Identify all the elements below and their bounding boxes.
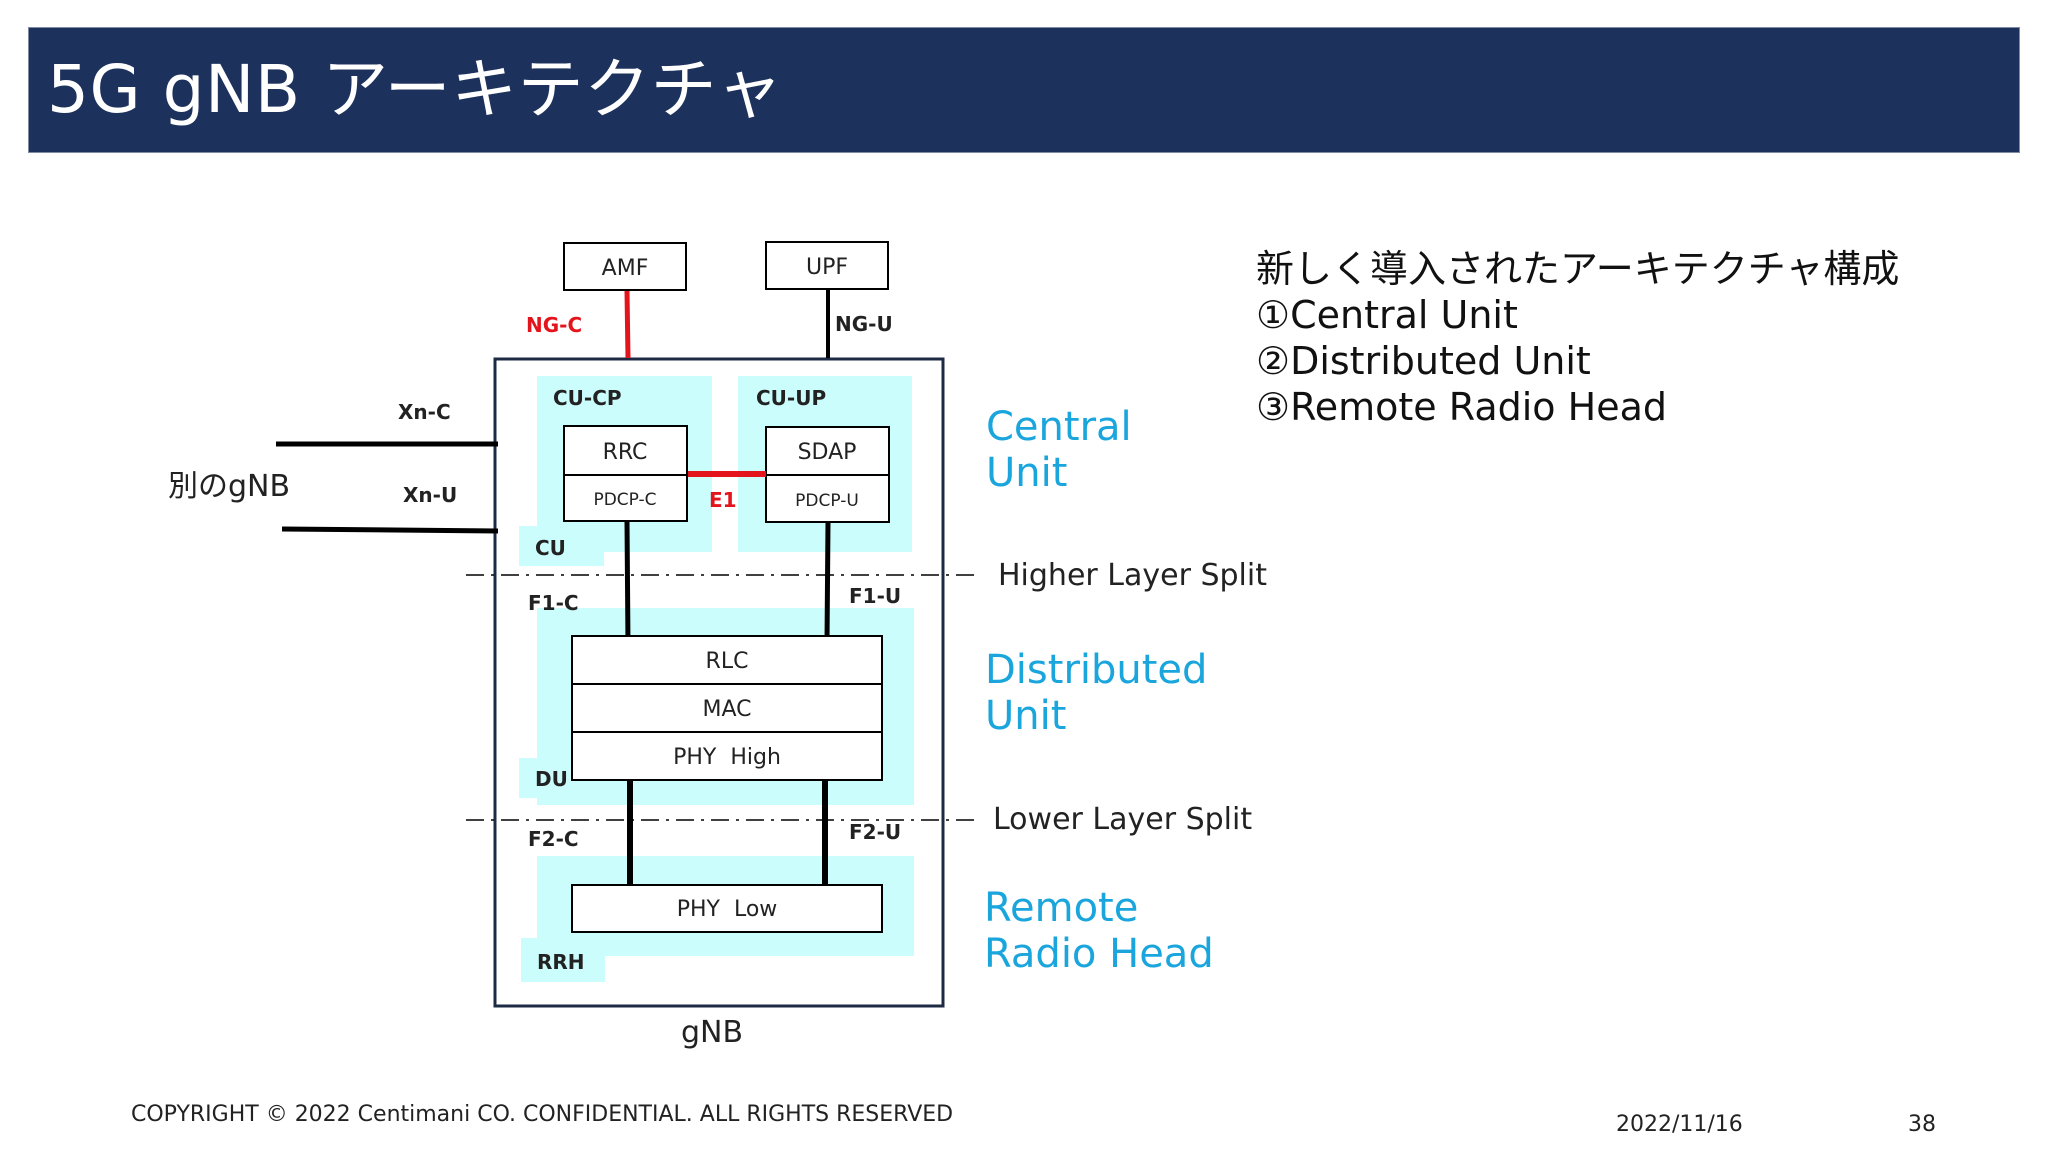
- sdap-label: SDAP: [798, 440, 857, 465]
- phy-low-box: [571, 884, 883, 933]
- ng-c-line: [624, 290, 631, 359]
- distributed-unit-label-1: Distributed: [985, 647, 1207, 693]
- f1-c-label: F1-C: [528, 591, 579, 615]
- upf-label: UPF: [806, 255, 848, 280]
- pdcp-c-label: PDCP-C: [593, 490, 656, 510]
- pdcp-u-label: PDCP-U: [795, 491, 859, 511]
- notes-item-distributed-unit: ②Distributed Unit: [1256, 339, 1591, 383]
- pdcp-c-box: [563, 474, 688, 522]
- slide-date: 2022/11/16: [1616, 1112, 1743, 1137]
- f2-c-label: F2-C: [528, 827, 579, 851]
- page-number: 38: [1908, 1112, 1936, 1137]
- cu-up-label: CU-UP: [756, 386, 826, 410]
- e1-label: E1: [709, 488, 737, 512]
- cu-cp-label: CU-CP: [553, 386, 622, 410]
- central-unit-label-2: Unit: [986, 450, 1067, 496]
- phy-high-box: [571, 731, 883, 781]
- mac-label: MAC: [702, 697, 751, 722]
- architecture-notes: 新しく導入されたアーキテクチャ構成 ①Central Unit ②Distrib…: [1256, 246, 1899, 430]
- xn-u-label: Xn-U: [403, 483, 457, 507]
- rrh-label: RRH: [537, 950, 585, 974]
- gnb-label: gNB: [681, 1015, 743, 1050]
- mac-box: [571, 683, 883, 733]
- gnb-box: [493, 357, 945, 1008]
- f1-u-line: [824, 521, 831, 643]
- xn-c-label: Xn-C: [398, 400, 451, 424]
- cu-label: CU: [535, 536, 566, 560]
- title-bar: 5G gNB アーキテクチャ: [28, 27, 2020, 153]
- f1-c-line: [624, 521, 631, 645]
- central-unit-label-1: Central: [986, 404, 1132, 450]
- slide-title: 5G gNB アーキテクチャ: [47, 51, 784, 128]
- remote-radio-head-label-1: Remote: [984, 885, 1138, 931]
- rlc-label: RLC: [706, 649, 749, 674]
- ng-c-label: NG-C: [526, 313, 582, 337]
- rrc-label: RRC: [603, 440, 648, 465]
- notes-item-remote-radio-head: ③Remote Radio Head: [1256, 385, 1667, 429]
- f1-u-label: F1-U: [849, 584, 901, 608]
- f2-u-label: F2-U: [849, 820, 901, 844]
- du-label: DU: [535, 767, 568, 791]
- lower-layer-split-label: Lower Layer Split: [993, 802, 1252, 837]
- notes-heading: 新しく導入されたアーキテクチャ構成: [1256, 247, 1900, 291]
- upf-box: [765, 241, 889, 290]
- amf-box: [563, 242, 687, 291]
- phy-low-label: PHY Low: [677, 897, 778, 922]
- xn-u-line: [281, 526, 499, 534]
- distributed-unit-label-2: Unit: [985, 693, 1066, 739]
- other-gnb-label: 別のgNB: [168, 469, 290, 504]
- notes-item-central-unit: ①Central Unit: [1256, 293, 1518, 337]
- ng-u-label: NG-U: [835, 312, 893, 336]
- amf-label: AMF: [602, 256, 649, 281]
- sdap-box: [765, 426, 890, 476]
- rlc-box: [571, 635, 883, 685]
- copyright-notice: COPYRIGHT © 2022 Centimani CO. CONFIDENT…: [131, 1102, 954, 1127]
- higher-layer-split-label: Higher Layer Split: [998, 558, 1267, 593]
- remote-radio-head-label-2: Radio Head: [984, 931, 1214, 977]
- phy-high-label: PHY High: [673, 745, 781, 770]
